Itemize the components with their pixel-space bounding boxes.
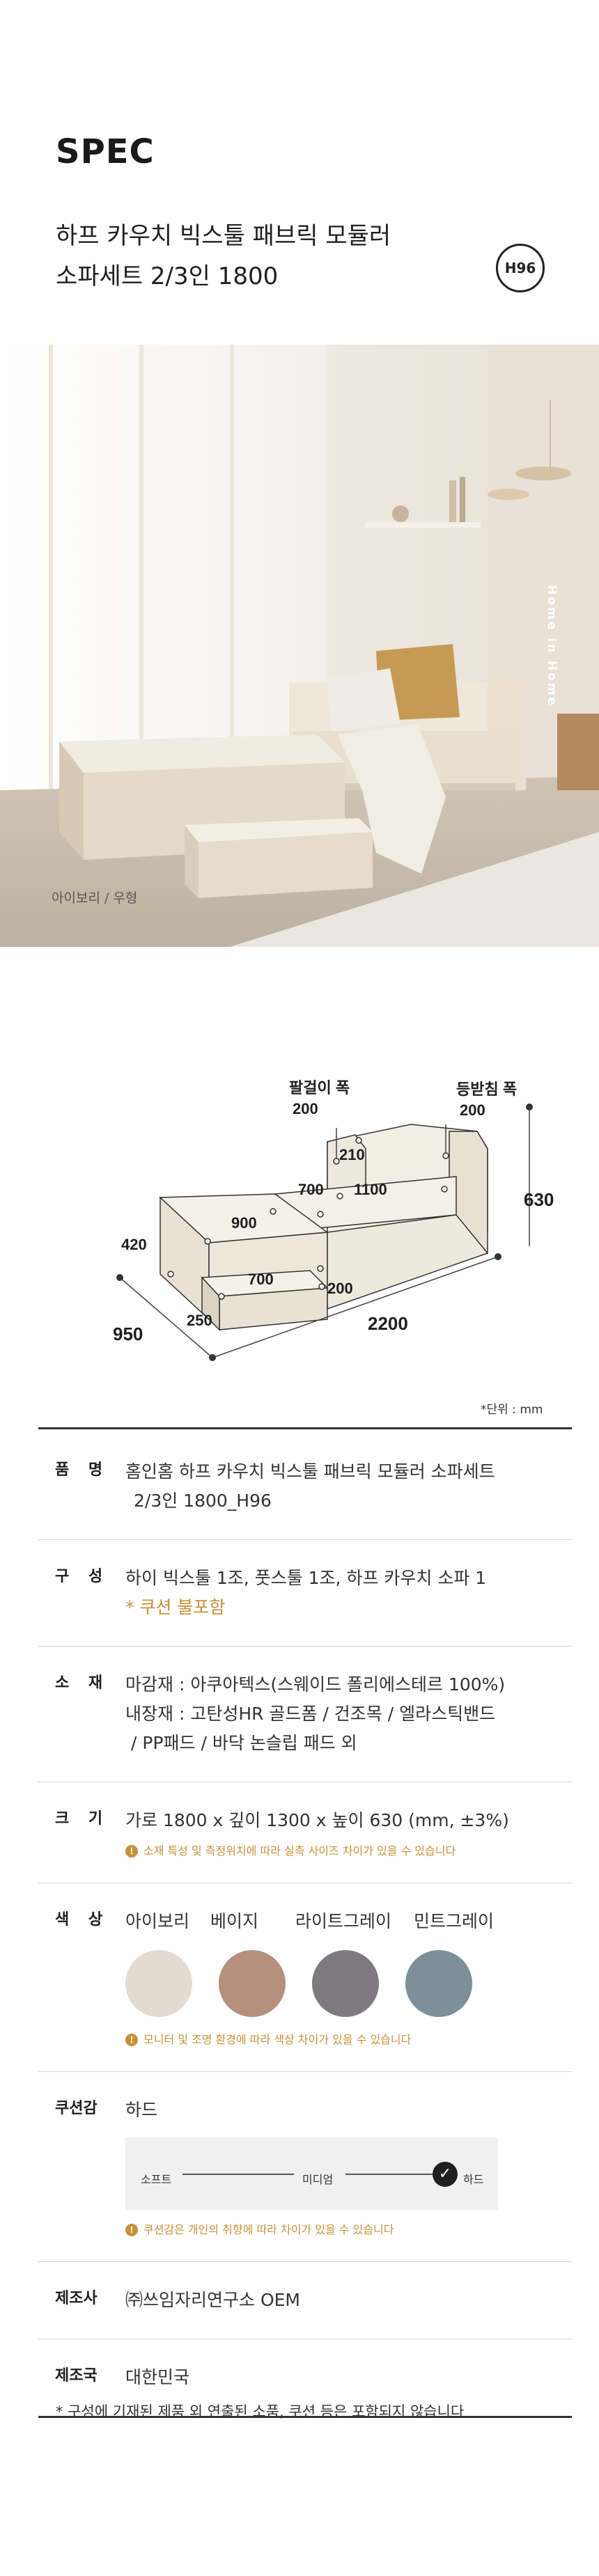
info-icon: ! bbox=[125, 2224, 138, 2236]
cushion-scale-line-right bbox=[345, 2174, 433, 2175]
spec-size-value: 가로 1800 x 깊이 1300 x 높이 630 (mm, ±3%) bbox=[125, 1810, 509, 1830]
dim-210: 210 bbox=[339, 1146, 365, 1163]
spec-title: SPEC bbox=[56, 132, 155, 171]
color-swatch-ivory[interactable] bbox=[125, 1950, 192, 2017]
spec-label-size: 크 기 bbox=[55, 1810, 110, 1828]
product-title-line1: 하프 카우치 빅스툴 패브릭 모듈러 bbox=[56, 222, 391, 250]
spec-label-name: 품 명 bbox=[55, 1461, 110, 1479]
spec-label-cushion: 쿠션감 bbox=[55, 2100, 98, 2117]
spec-row-material: 소 재 마감재 : 아쿠아텍스(스웨이드 폴리에스테르 100%) 내장재 : … bbox=[38, 1647, 572, 1782]
info-icon: ! bbox=[125, 1845, 138, 1858]
color-swatch-lightgray[interactable] bbox=[312, 1950, 379, 2017]
cushion-scale-medium: 미디엄 bbox=[302, 2173, 334, 2186]
spec-origin-value: 대한민국 bbox=[125, 2367, 190, 2387]
spec-material-line1: 마감재 : 아쿠아텍스(스웨이드 폴리에스테르 100%) bbox=[125, 1674, 506, 1695]
spec-material-line2: 내장재 : 고탄성HR 골드폼 / 건조목 / 엘라스틱밴드 bbox=[125, 1704, 496, 1724]
spec-header: SPEC bbox=[56, 132, 543, 171]
cushion-scale-hard: 하드 bbox=[463, 2173, 484, 2186]
room-illustration bbox=[0, 345, 599, 947]
spec-row-size: 크 기 가로 1800 x 깊이 1300 x 높이 630 (mm, ±3%)… bbox=[38, 1782, 572, 1883]
spec-row-maker: 제조사 ㈜쓰임자리연구소 OEM bbox=[38, 2262, 572, 2339]
spec-material-line3: / PP패드 / 바닥 논슬립 패드 외 bbox=[131, 1733, 357, 1753]
dim-200: 200 bbox=[327, 1280, 353, 1297]
dim-900: 900 bbox=[231, 1214, 257, 1232]
dim-armrest-width: 200 bbox=[293, 1100, 318, 1117]
color-name-ivory: 아이보리 bbox=[125, 1911, 190, 1931]
spec-size-note: ! 소재 특성 및 측정위치에 따라 실측 사이즈 차이가 있을 수 있습니다 bbox=[125, 1844, 572, 1859]
dim-1100: 1100 bbox=[354, 1181, 387, 1198]
spec-cushion-value: 하드 bbox=[125, 2100, 158, 2120]
spec-name-line2: 2/3인 1800_H96 bbox=[134, 1491, 272, 1511]
dim-420: 420 bbox=[121, 1236, 147, 1253]
dimension-drawing: 팔걸이 폭 200 등받침 폭 200 210 700 1100 630 900… bbox=[113, 1079, 554, 1361]
dim-backrest-width: 200 bbox=[460, 1101, 485, 1119]
spec-size-note-text: 소재 특성 및 측정위치에 따라 실측 사이즈 차이가 있을 수 있습니다 bbox=[143, 1844, 456, 1858]
product-title-line2: 소파세트 2/3인 1800 bbox=[56, 262, 279, 290]
photo-caption: 아이보리 / 우형 bbox=[52, 890, 138, 906]
spec-row-cushion: 쿠션감 하드 소프트 미디엄 ✓ 하드 ! 쿠션감은 개인의 취향에 따라 차이… bbox=[38, 2072, 572, 2262]
product-photo bbox=[0, 345, 599, 947]
dim-700-top: 700 bbox=[298, 1181, 324, 1198]
spec-maker-value: ㈜쓰임자리연구소 OEM bbox=[125, 2290, 300, 2310]
spec-row-name: 품 명 홈인홈 하프 카우치 빅스툴 패브릭 모듈러 소파세트 2/3인 180… bbox=[38, 1429, 572, 1540]
dim-700-bottom: 700 bbox=[248, 1271, 274, 1288]
spec-label-material: 소 재 bbox=[55, 1674, 110, 1692]
spec-label-composition: 구 성 bbox=[55, 1568, 110, 1585]
cushion-scale-line-left bbox=[182, 2174, 294, 2175]
spec-cushion-note-text: 쿠션감은 개인의 취향에 따라 차이가 있을 수 있습니다 bbox=[143, 2223, 394, 2236]
dim-250: 250 bbox=[187, 1312, 212, 1329]
spec-row-composition: 구 성 하이 빅스툴 1조, 풋스툴 1조, 하프 카우치 소파 1 * 쿠션 … bbox=[38, 1540, 572, 1647]
color-name-beige: 베이지 bbox=[210, 1911, 259, 1931]
product-title: 하프 카우치 빅스툴 패브릭 모듈러 소파세트 2/3인 1800 bbox=[56, 216, 391, 297]
spec-table: 품 명 홈인홈 하프 카우치 빅스툴 패브릭 모듈러 소파세트 2/3인 180… bbox=[38, 1427, 572, 2418]
dim-label-backrest: 등받침 폭 bbox=[456, 1081, 517, 1098]
spec-label-maker: 제조사 bbox=[55, 2290, 98, 2307]
height-badge: H96 bbox=[496, 244, 545, 292]
color-name-lightgray: 라이트그레이 bbox=[295, 1911, 392, 1931]
color-name-mintgray: 민트그레이 bbox=[414, 1911, 495, 1931]
cushion-scale: 소프트 미디엄 ✓ 하드 bbox=[125, 2137, 498, 2210]
spec-color-note-text: 모니터 및 조명 환경에 따라 색상 차이가 있을 수 있습니다 bbox=[143, 2033, 412, 2046]
info-icon: ! bbox=[125, 2034, 138, 2046]
color-swatches bbox=[125, 1950, 572, 2017]
unit-note: *단위 : mm bbox=[481, 1403, 543, 1417]
spec-composition-accent: * 쿠션 불포함 bbox=[125, 1597, 226, 1617]
vertical-brand-right: Home in Home bbox=[545, 585, 559, 708]
cushion-scale-soft: 소프트 bbox=[141, 2173, 172, 2186]
vertical-brand-left: HALF MODULAR SOFA bbox=[29, 550, 42, 749]
dimension-diagram: 팔걸이 폭 200 등받침 폭 200 210 700 1100 630 900… bbox=[0, 1044, 599, 1420]
spec-name-line1: 홈인홈 하프 카우치 빅스툴 패브릭 모듈러 소파세트 bbox=[125, 1461, 495, 1482]
spec-color-note: ! 모니터 및 조명 환경에 따라 색상 차이가 있을 수 있습니다 bbox=[125, 2032, 572, 2048]
color-swatch-mintgray[interactable] bbox=[405, 1950, 472, 2017]
spec-row-color: 색 상 아이보리 베이지 라이트그레이 민트그레이 ! 모니터 및 조명 환경에… bbox=[38, 1883, 572, 2072]
dim-label-armrest: 팔걸이 폭 bbox=[289, 1079, 350, 1097]
dim-630: 630 bbox=[524, 1189, 554, 1210]
dim-2200: 2200 bbox=[368, 1313, 408, 1334]
check-icon: ✓ bbox=[433, 2162, 458, 2187]
dim-950: 950 bbox=[113, 1324, 143, 1344]
spec-composition-value: 하이 빅스툴 1조, 풋스툴 1조, 하프 카우치 소파 1 bbox=[125, 1568, 487, 1588]
color-names: 아이보리 베이지 라이트그레이 민트그레이 bbox=[125, 1907, 572, 1936]
spec-row-origin: 제조국 대한민국 bbox=[38, 2339, 572, 2416]
color-swatch-beige[interactable] bbox=[219, 1950, 286, 2017]
spec-cushion-note: ! 쿠션감은 개인의 취향에 따라 차이가 있을 수 있습니다 bbox=[125, 2222, 572, 2238]
footnote: * 구성에 기재된 제품 외 연출된 소품, 쿠션 등은 포함되지 않습니다 bbox=[56, 2403, 465, 2420]
spec-label-origin: 제조국 bbox=[55, 2367, 98, 2385]
spec-label-color: 색 상 bbox=[55, 1911, 110, 1929]
